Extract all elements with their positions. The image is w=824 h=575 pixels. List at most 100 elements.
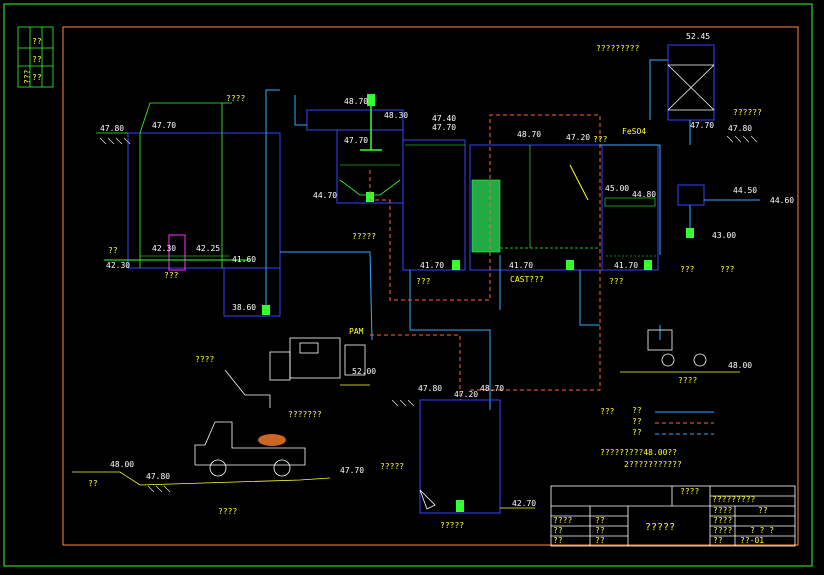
- label-tower-right: ??????: [733, 108, 762, 117]
- elev-47-40: 47.40: [432, 114, 456, 123]
- elev-43-00: 43.00: [712, 231, 736, 240]
- tb-c4: ??: [713, 536, 723, 545]
- note-2: 2???????????: [624, 460, 682, 469]
- filter-press: [224, 337, 370, 408]
- elev-48-30: 48.30: [384, 111, 408, 120]
- elev-47-80-ground: 47.80: [146, 472, 170, 481]
- cast-tank: [469, 144, 603, 271]
- legend-sludge: ??: [632, 417, 642, 426]
- elev-44-50: 44.50: [733, 186, 757, 195]
- elev-48-70: 48.70: [344, 97, 368, 106]
- elev-41-70-c: 41.70: [614, 261, 638, 270]
- tb-b1: ??: [595, 516, 605, 525]
- label-left-small: ??: [108, 246, 118, 255]
- outer-frame: [3, 3, 813, 567]
- tb-d2: ? ? ?: [750, 526, 774, 535]
- label-sludge-pump: ?????: [380, 462, 404, 471]
- label-chlorine: ???: [593, 135, 608, 144]
- pump-station: [620, 329, 740, 373]
- legend-gas: ??: [632, 428, 642, 437]
- label-grit: ????: [226, 94, 245, 103]
- elev-47-80-left: 47.80: [100, 124, 124, 133]
- elev-42-70: 42.70: [512, 499, 536, 508]
- deodorization-tower: [649, 44, 715, 145]
- tb-a3: ??: [553, 536, 563, 545]
- label-sludge-pool: ?????: [440, 521, 464, 530]
- ground-line: [72, 471, 331, 486]
- label-settling: ???: [416, 277, 431, 286]
- elev-41-60: 41.60: [232, 255, 256, 264]
- elev-48-00-ground: 48.00: [110, 460, 134, 469]
- elev-42-25: 42.25: [196, 244, 220, 253]
- settling-tank: [402, 139, 466, 271]
- truck: [194, 421, 306, 477]
- note-1: ?????????48.00??: [600, 448, 677, 457]
- right-pool: [601, 144, 760, 271]
- sludge-pump-icon: [419, 489, 436, 510]
- label-ground-left: ??: [88, 479, 98, 488]
- sludge-pool: [419, 399, 535, 514]
- tb-d3: ??-01: [740, 536, 764, 545]
- label-cast: CAST???: [510, 275, 544, 284]
- tb-c3: ????: [713, 526, 732, 535]
- label-right-pool: ???: [609, 277, 624, 286]
- tb-b3: ??: [595, 536, 605, 545]
- elev-47-20-sludge: 47.20: [454, 390, 478, 399]
- elev-48-70-sludge: 48.70: [480, 384, 504, 393]
- elev-47-70-pipe: 47.70: [432, 123, 456, 132]
- elev-47-70-left: 47.70: [152, 121, 176, 130]
- label-right-extra: ???: [720, 265, 735, 274]
- label-truck: ????: [218, 507, 237, 516]
- elev-38-60: 38.60: [232, 303, 256, 312]
- label-feso4: FeSO4: [622, 127, 646, 136]
- side-label-d: ???: [23, 69, 32, 84]
- elev-52-00: 52.00: [352, 367, 376, 376]
- tb-title: ?????: [645, 522, 675, 533]
- elev-47-70-ground: 47.70: [340, 466, 364, 475]
- elev-41-70-a: 41.70: [420, 261, 444, 270]
- title-block: [550, 485, 796, 547]
- tb-r1b: ?????????: [712, 495, 756, 504]
- side-label-b: ??: [32, 55, 42, 64]
- elev-45-00: 45.00: [605, 184, 629, 193]
- label-mixing: ?????: [352, 232, 376, 241]
- tb-b2: ??: [595, 526, 605, 535]
- sludge-lines: [369, 114, 601, 400]
- inlet-tank: [96, 89, 373, 341]
- elev-47-70-tower: 47.70: [690, 121, 714, 130]
- label-pump-room: ????: [678, 376, 697, 385]
- tb-a1: ????: [553, 516, 572, 525]
- side-strip: [17, 26, 54, 88]
- elev-47-20: 47.20: [566, 133, 590, 142]
- tb-d1: ??: [758, 506, 768, 515]
- label-dosing-top: ???: [680, 265, 695, 274]
- elev-44-70: 44.70: [313, 191, 337, 200]
- mixing-tank: [294, 94, 404, 204]
- elev-47-70-mix: 47.70: [344, 136, 368, 145]
- tb-c1: ????: [713, 506, 732, 515]
- hatch-marks: [99, 135, 758, 493]
- elev-42-30-a: 42.30: [152, 244, 176, 253]
- elev-47-80-right: 47.80: [728, 124, 752, 133]
- elev-48-70-cast: 48.70: [517, 130, 541, 139]
- elev-41-70-b: 41.70: [509, 261, 533, 270]
- elev-44-60: 44.60: [770, 196, 794, 205]
- elev-44-80: 44.80: [632, 190, 656, 199]
- label-top-tower: ?????????: [596, 44, 640, 53]
- inner-frame: [62, 26, 799, 546]
- side-label-a: ??: [32, 37, 42, 46]
- legend-title: ???: [600, 407, 615, 416]
- legend-water: ??: [632, 406, 642, 415]
- label-press: ????: [195, 355, 214, 364]
- elev-48-00-pump: 48.00: [728, 361, 752, 370]
- elev-52-45: 52.45: [686, 32, 710, 41]
- side-label-c: ??: [32, 73, 42, 82]
- tb-r1: ????: [680, 487, 699, 496]
- elev-47-80-sludge: 47.80: [418, 384, 442, 393]
- label-screen-chamber: ???: [164, 271, 179, 280]
- tb-a2: ??: [553, 526, 563, 535]
- label-sludge-cake: ???????: [288, 410, 322, 419]
- elev-42-30-b: 42.30: [106, 261, 130, 270]
